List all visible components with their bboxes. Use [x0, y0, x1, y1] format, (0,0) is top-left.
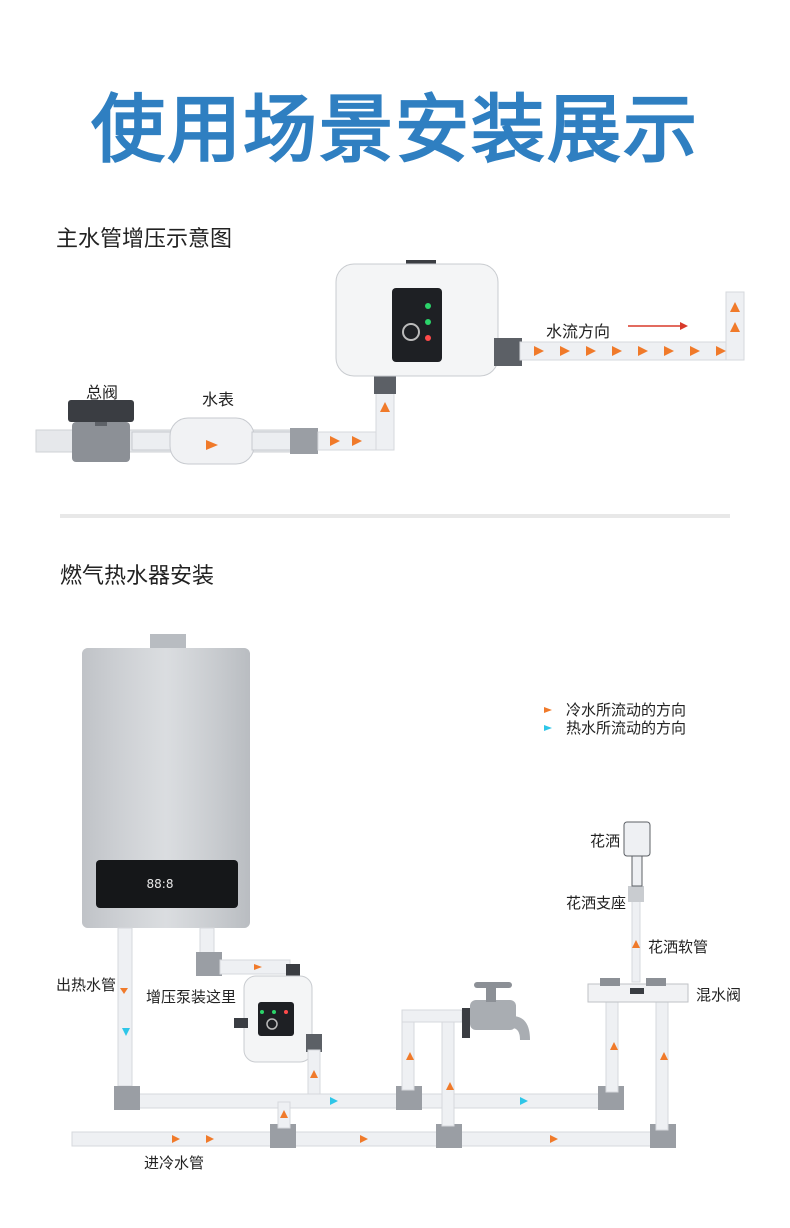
gas-water-heater: 88:8	[82, 634, 250, 928]
page-title: 使用场景安装展示	[91, 87, 699, 173]
outlet-pipe	[519, 341, 735, 361]
section-title-gas-heater: 燃气热水器安装	[60, 564, 215, 589]
label-main-valve: 总阀	[86, 383, 119, 402]
label-shower-holder: 花洒支座	[566, 894, 627, 912]
shower-head	[623, 821, 651, 887]
section-title-main-pipe: 主水管增压示意图	[56, 227, 233, 252]
legend-hot-label: 热水所流动的方向	[566, 719, 687, 737]
pump-outlet	[494, 338, 522, 366]
shower-holder	[628, 886, 644, 902]
legend-cold-label: 冷水所流动的方向	[566, 701, 687, 719]
label-mixing-valve: 混水阀	[696, 986, 742, 1004]
label-shower: 花洒	[590, 832, 621, 850]
faucet-top-pipe	[401, 1009, 463, 1023]
booster-pump-small	[234, 975, 313, 1063]
label-pump-here: 增压泵装这里	[146, 988, 237, 1006]
label-shower-hose: 花洒软管	[648, 938, 709, 956]
hot-row-elbow-left	[114, 1086, 140, 1110]
water-meter	[131, 417, 293, 465]
legend-cold-marker	[544, 707, 552, 713]
cold-flow-arrows	[120, 940, 668, 1143]
hot-flow-arrows	[122, 1028, 528, 1105]
pipe-fitting	[290, 428, 318, 454]
legend-hot-marker	[544, 725, 552, 731]
faucet	[462, 982, 530, 1040]
booster-pump	[335, 260, 499, 377]
flow-direction-arrowhead	[680, 322, 688, 330]
main-valve	[68, 400, 134, 462]
label-cold-inlet: 进冷水管	[144, 1154, 205, 1172]
label-hot-outlet: 出热水管	[56, 976, 117, 994]
label-water-meter: 水表	[202, 390, 235, 409]
cold-row-tee-2	[436, 1124, 462, 1148]
hot-outlet-pipe	[117, 927, 133, 1087]
label-flow-direction: 水流方向	[546, 322, 611, 341]
mixing-valve	[587, 978, 689, 1003]
gas-heater-diagram: 88:8	[71, 634, 689, 1148]
hot-row-pipe	[131, 1093, 611, 1109]
faucet-cold-riser	[441, 1021, 455, 1127]
flow-arrows	[206, 302, 740, 450]
heater-display: 88:8	[147, 877, 174, 891]
heater-elbow	[196, 952, 222, 976]
mixer-cold-riser	[655, 999, 669, 1131]
section-divider	[60, 514, 730, 518]
pump-outlet-small	[306, 1034, 322, 1052]
main-pipe-diagram	[35, 260, 745, 518]
pipe-riser	[375, 389, 395, 451]
